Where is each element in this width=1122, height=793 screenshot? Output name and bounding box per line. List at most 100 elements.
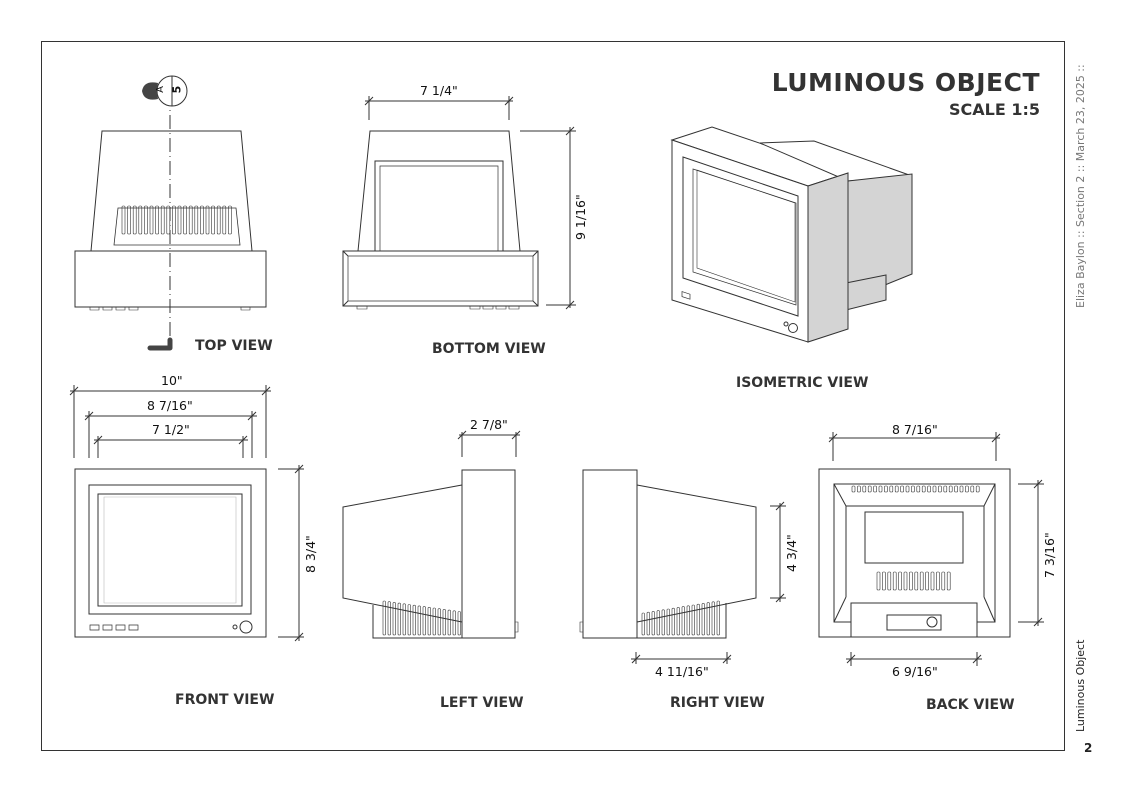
vent-slot [443,609,446,635]
back-view-label: BACK VIEW [926,697,1015,713]
vent-slot [938,486,941,492]
vent-slot [707,603,710,635]
left-depth-dimension: 2 7/8" [470,417,508,432]
vent-slot [863,486,866,492]
vent-slot [852,486,855,492]
vent-slot [926,572,929,590]
bottom-width-dimension: 7 1/4" [420,83,458,98]
vent-slot [393,602,396,635]
vent-slot [652,611,655,635]
vent-slot [458,612,461,636]
vent-slot [133,206,136,234]
vent-slot [882,572,885,590]
front-height-dimension: 8 3/4" [303,535,318,573]
vent-slot [167,206,170,234]
vent-slot [712,602,715,635]
vent-slot [647,612,650,635]
drawing-scale: SCALE 1:5 [948,100,1040,119]
vent-slot [438,609,441,635]
vent-slot [144,206,147,234]
vent-slot [899,572,902,590]
vent-slot [172,206,175,234]
vent-slot [933,486,936,492]
vent-slot [965,486,968,492]
section-marker-number: 5 [170,85,184,94]
vent-slot [428,607,431,635]
front-overall-width-dimension: 10" [161,373,183,388]
vent-slot [662,610,665,635]
section-arrow-icon [150,340,170,348]
back-view-drawing [819,432,1044,666]
vent-slot [928,486,931,492]
vent-slot [408,605,411,636]
isometric-view-drawing [672,127,912,342]
section-marker-letter: A [154,86,166,93]
right-height-dimension: 4 3/4" [784,534,799,572]
back-view-top-vent [852,486,979,492]
vent-slot [922,486,925,492]
vent-slot [672,608,675,635]
back-base-width-dimension: 6 9/16" [892,664,938,679]
vent-slot [156,206,159,234]
vent-slot [920,572,923,590]
drawing-sheet-border [41,41,1065,751]
vent-slot [178,206,181,234]
bottom-view-drawing [343,96,576,309]
vent-slot [944,486,947,492]
vent-slot [453,611,456,635]
vent-slot [884,486,887,492]
vent-slot [904,572,907,590]
vent-slot [388,602,391,635]
vent-slot [890,486,893,492]
vent-slot [857,486,860,492]
vent-slot [717,601,720,635]
vent-slot [702,603,705,635]
vent-slot [879,486,882,492]
vent-slot [874,486,877,492]
vent-slot [228,206,231,234]
vent-slot [960,486,963,492]
front-view-label: FRONT VIEW [175,692,275,708]
vent-slot [206,206,209,234]
vent-slot [936,572,939,590]
back-height-dimension: 7 3/16" [1042,532,1057,578]
vent-slot [189,206,192,234]
vent-slot [949,486,952,492]
vent-slot [423,607,426,635]
vent-slot [195,206,198,234]
vent-slot [942,572,945,590]
vent-slot [433,608,436,635]
vent-slot [692,605,695,635]
vent-slot [915,572,918,590]
top-view-vent [122,206,231,234]
vent-slot [893,572,896,590]
vent-slot [877,572,880,590]
vent-slot [448,610,451,635]
vent-slot [403,604,406,635]
vent-slot [947,572,950,590]
right-view-drawing [580,470,786,664]
front-view-drawing [70,385,304,641]
back-view-vent [877,572,950,590]
bottom-view-label: BOTTOM VIEW [432,341,546,357]
vent-slot [128,206,131,234]
vent-slot [223,206,226,234]
front-bezel-width-dimension: 8 7/16" [147,398,193,413]
left-view-vent [383,601,461,635]
isometric-view-label: ISOMETRIC VIEW [736,375,869,391]
vent-slot [906,486,909,492]
vent-slot [657,611,660,635]
vent-slot [931,572,934,590]
vent-slot [212,206,215,234]
vent-slot [667,609,670,635]
front-screen-width-dimension: 7 1/2" [152,422,190,437]
vent-slot [917,486,920,492]
vent-slot [398,603,401,635]
vent-slot [687,606,690,635]
vent-slot [677,607,680,635]
vent-slot [139,206,142,234]
vent-slot [909,572,912,590]
vent-slot [955,486,958,492]
vent-slot [682,607,685,635]
